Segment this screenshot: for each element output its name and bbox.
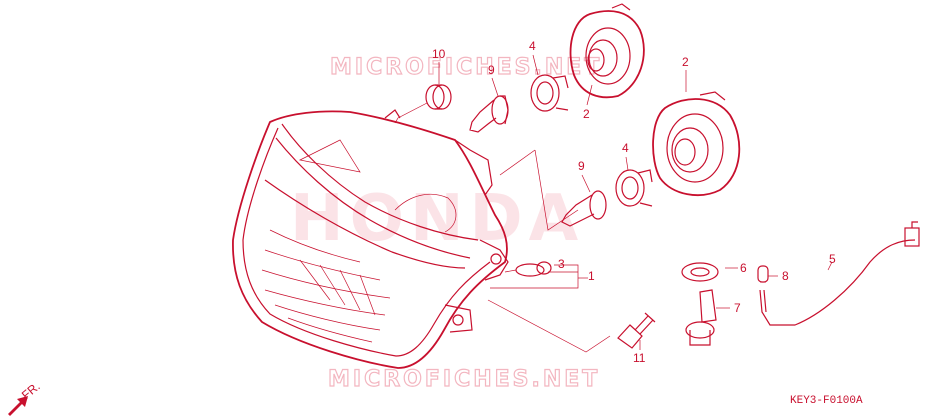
watermark-bottom: MICROFICHES.NET <box>328 367 600 392</box>
part-5-wire-harness <box>759 221 920 326</box>
part-9-bulb-upper <box>469 95 509 133</box>
part-8-bulb <box>757 265 769 283</box>
callout-8: 8 <box>782 269 789 283</box>
callout-11: 11 <box>633 351 646 365</box>
leader-lines <box>438 54 833 353</box>
part-11-screw <box>617 312 656 349</box>
watermark-top: MICROFICHES.NET <box>330 55 602 80</box>
part-4-socket-lower <box>615 169 653 207</box>
callout-1: 1 <box>588 269 595 283</box>
callout-10: 10 <box>432 47 446 61</box>
part-7-socket <box>685 289 717 346</box>
front-arrow: FR. <box>8 379 43 416</box>
part-3-position-bulb <box>504 261 552 277</box>
honda-watermark: HONDA <box>290 182 584 256</box>
callout-7: 7 <box>734 301 741 315</box>
part-10-grommet <box>394 84 452 124</box>
part-2-dust-cover-lower <box>652 91 741 197</box>
diagram-code: KEY3-F0100A <box>790 395 863 407</box>
callout-4-upper: 4 <box>529 39 536 53</box>
part-9-bulb-lower <box>561 190 607 227</box>
callout-6: 6 <box>740 261 747 275</box>
callout-2-lower: 2 <box>682 55 689 69</box>
callout-2-upper: 2 <box>583 107 590 121</box>
callout-4-lower: 4 <box>622 141 629 155</box>
headlight-housing <box>232 109 509 369</box>
callout-5: 5 <box>829 252 836 266</box>
part-2-dust-cover-upper <box>569 3 645 99</box>
callout-9-upper: 9 <box>488 63 495 77</box>
front-arrow-icon <box>8 396 28 416</box>
callout-3: 3 <box>558 257 565 271</box>
part-callouts: 10 4 9 2 2 9 4 3 1 6 8 5 7 11 <box>432 39 836 365</box>
callout-9-lower: 9 <box>578 159 585 173</box>
part-6-washer <box>681 262 719 282</box>
part-4-socket-upper <box>530 74 569 112</box>
